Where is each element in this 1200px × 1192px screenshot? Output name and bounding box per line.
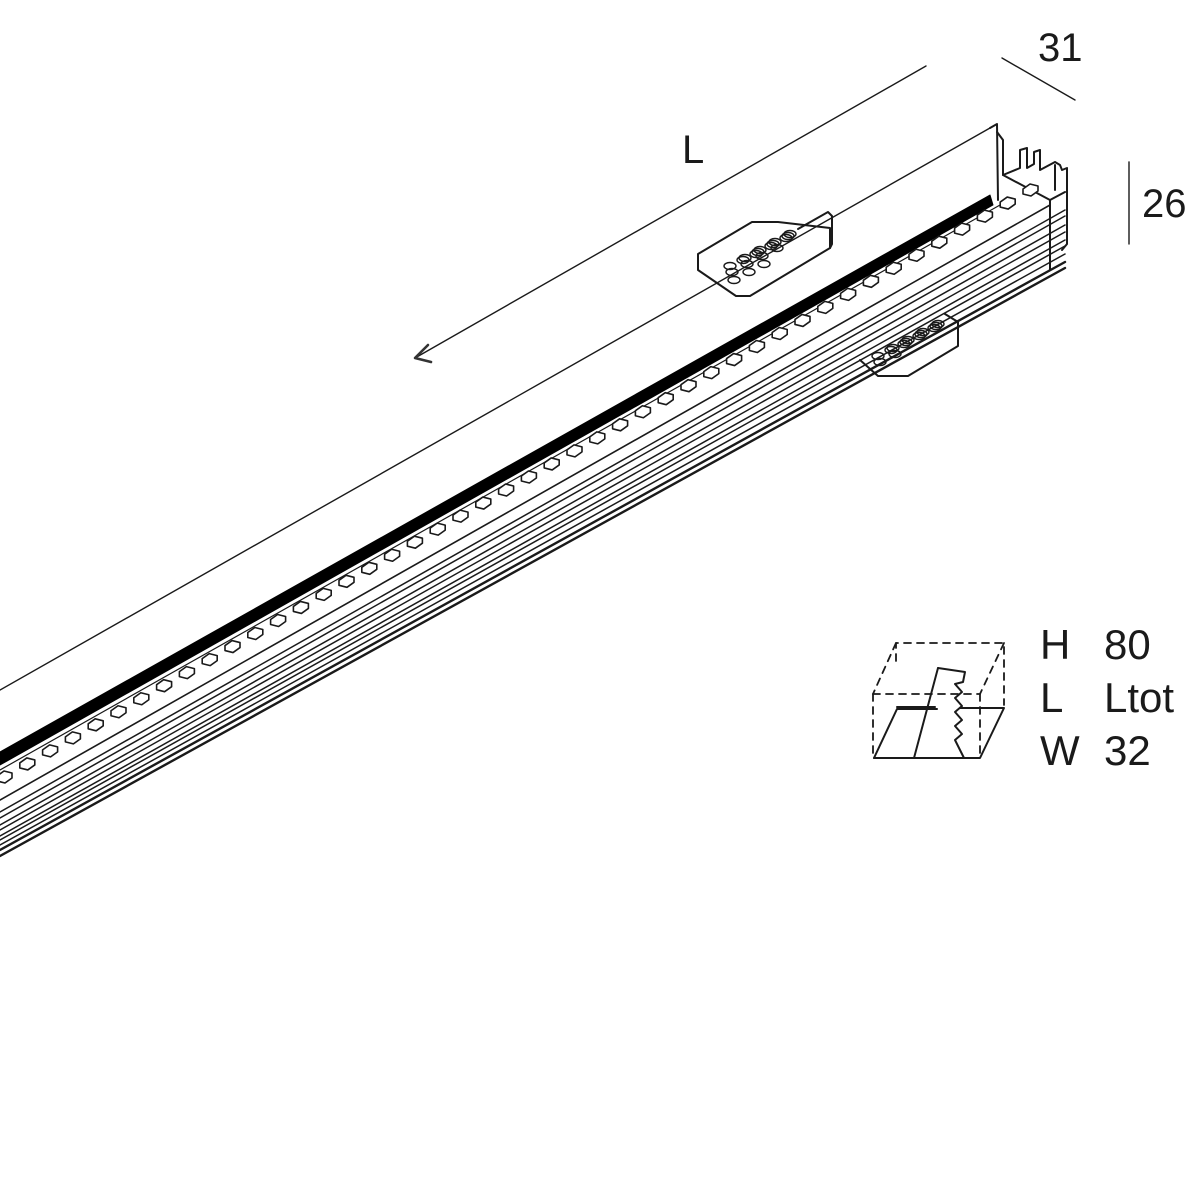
length-label: L (682, 128, 705, 172)
led-chip-row (0, 183, 1039, 784)
height-label: 26 (1142, 182, 1187, 226)
width-label: 31 (1038, 26, 1083, 70)
profile-body-lines (0, 209, 1067, 858)
profile-end-cap (996, 131, 1068, 271)
mounting-clip-lower (859, 313, 959, 377)
spec-table: H 80 L Ltot W 32 (1040, 618, 1174, 777)
spec-row-width: W 32 (1040, 724, 1174, 777)
spec-value: 32 (1104, 726, 1151, 774)
length-dimension-arrow (413, 65, 927, 364)
spec-row-length: L Ltot (1040, 671, 1174, 724)
recessed-install-icon (872, 642, 1005, 759)
spec-value: Ltot (1104, 673, 1175, 721)
spec-value: 80 (1104, 620, 1151, 668)
spec-key: H (1040, 620, 1071, 668)
profile-upper-wall (0, 123, 999, 691)
width-dimension-line (1001, 57, 1076, 101)
mounting-clip-upper (697, 211, 833, 297)
spec-row-height: H 80 (1040, 618, 1174, 671)
led-strip-shadow (0, 194, 994, 766)
spec-key: L (1040, 673, 1064, 721)
spec-key: W (1040, 726, 1080, 774)
